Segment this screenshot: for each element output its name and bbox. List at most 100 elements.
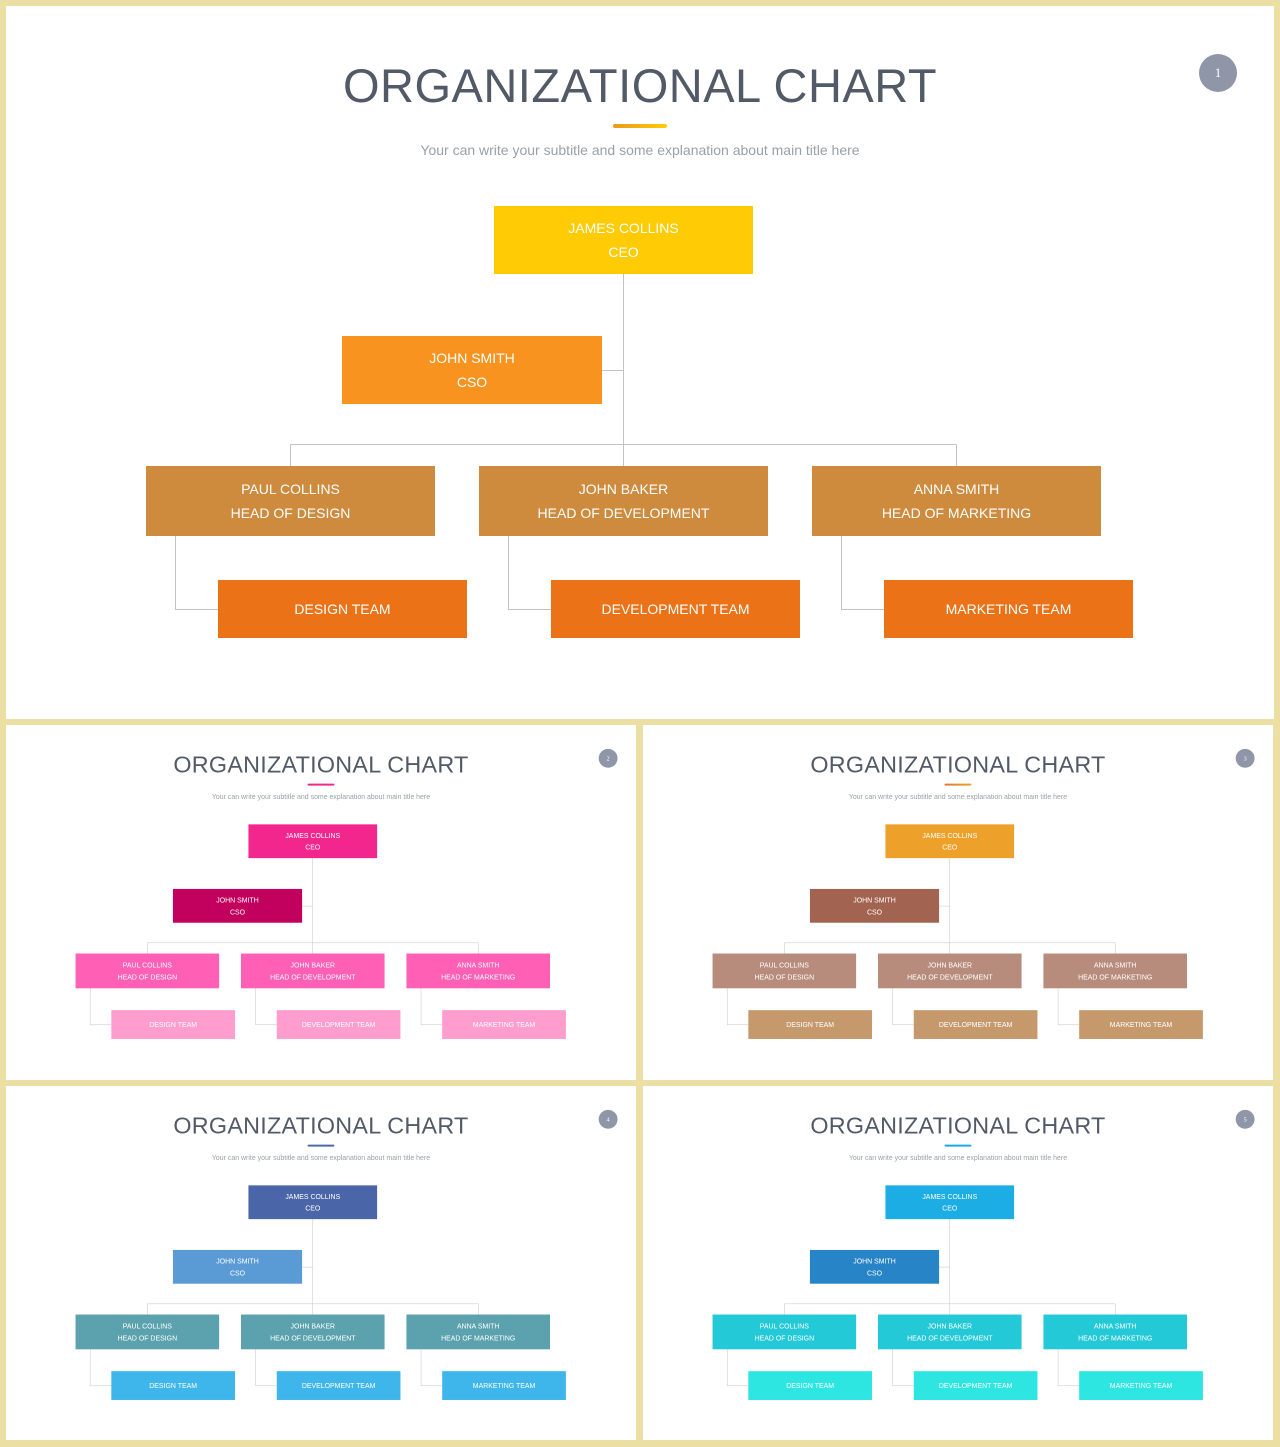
cso-role: CSO bbox=[456, 374, 488, 390]
design-team-box: DESIGN TEAM bbox=[218, 580, 467, 638]
slide-3-brown[interactable]: ORGANIZATIONAL CHART Your can write your… bbox=[643, 725, 1273, 1080]
design-head-role: HEAD OF DESIGN bbox=[230, 505, 351, 521]
slide-subtitle: Your can write your subtitle and some ex… bbox=[848, 1153, 1068, 1162]
design-head-name: PAUL COLLINS bbox=[241, 481, 340, 497]
marketing-head-box: ANNA SMITH HEAD OF MARKETING bbox=[406, 1314, 550, 1350]
design-team-box: DESIGN TEAM bbox=[748, 1010, 873, 1039]
design-team-box: DESIGN TEAM bbox=[748, 1371, 873, 1400]
cso-role: CSO bbox=[229, 1268, 246, 1277]
ceo-box: JAMES COLLINS CEO bbox=[494, 206, 753, 274]
org-connector-lines bbox=[726, 1219, 1116, 1387]
org-connector-lines bbox=[726, 858, 1116, 1026]
dev-team-label: DEVELOPMENT TEAM bbox=[601, 601, 750, 617]
design-team-label: DESIGN TEAM bbox=[786, 1020, 835, 1029]
marketing-head-name: ANNA SMITH bbox=[456, 1321, 500, 1330]
slide-title: ORGANIZATIONAL CHART bbox=[342, 59, 938, 112]
slide-title: ORGANIZATIONAL CHART bbox=[810, 1112, 1106, 1139]
marketing-team-label: MARKETING TEAM bbox=[472, 1381, 536, 1390]
cso-role: CSO bbox=[229, 907, 246, 916]
ceo-box: JAMES COLLINS CEO bbox=[248, 824, 378, 859]
ceo-role: CEO bbox=[942, 843, 958, 852]
slide-2-pink[interactable]: ORGANIZATIONAL CHART Your can write your… bbox=[6, 725, 636, 1080]
design-head-name: PAUL COLLINS bbox=[759, 960, 809, 969]
design-team-label: DESIGN TEAM bbox=[294, 601, 391, 617]
ceo-name: JAMES COLLINS bbox=[568, 220, 679, 236]
cso-name: JOHN SMITH bbox=[853, 895, 896, 904]
cso-name: JOHN SMITH bbox=[853, 1256, 896, 1265]
design-team-label: DESIGN TEAM bbox=[149, 1020, 198, 1029]
dev-team-box: DEVELOPMENT TEAM bbox=[276, 1010, 401, 1039]
marketing-head-role: HEAD OF MARKETING bbox=[1078, 1333, 1153, 1342]
cso-box: JOHN SMITH CSO bbox=[172, 888, 303, 923]
marketing-head-role: HEAD OF MARKETING bbox=[881, 505, 1032, 521]
page-number-badge: 5 bbox=[1235, 1109, 1255, 1129]
design-head-role: HEAD OF DESIGN bbox=[754, 1333, 815, 1342]
slide-title: ORGANIZATIONAL CHART bbox=[810, 751, 1106, 778]
marketing-team-box: MARKETING TEAM bbox=[442, 1010, 566, 1039]
dev-head-box: JOHN BAKER HEAD OF DEVELOPMENT bbox=[240, 953, 385, 989]
design-head-role: HEAD OF DESIGN bbox=[117, 972, 178, 981]
marketing-head-role: HEAD OF MARKETING bbox=[441, 972, 516, 981]
design-head-name: PAUL COLLINS bbox=[759, 1321, 809, 1330]
cso-name: JOHN SMITH bbox=[216, 895, 259, 904]
dev-head-role: HEAD OF DEVELOPMENT bbox=[907, 972, 993, 981]
dev-head-box: JOHN BAKER HEAD OF DEVELOPMENT bbox=[479, 466, 768, 536]
slide-1-orange[interactable]: ORGANIZATIONAL CHART Your can write your… bbox=[6, 6, 1274, 719]
marketing-team-box: MARKETING TEAM bbox=[884, 580, 1133, 638]
marketing-head-role: HEAD OF MARKETING bbox=[1078, 972, 1153, 981]
cso-role: CSO bbox=[866, 1268, 883, 1277]
design-head-role: HEAD OF DESIGN bbox=[117, 1333, 178, 1342]
design-team-label: DESIGN TEAM bbox=[149, 1381, 198, 1390]
ceo-box: JAMES COLLINS CEO bbox=[248, 1185, 378, 1220]
title-accent-line bbox=[307, 783, 335, 786]
dev-head-role: HEAD OF DEVELOPMENT bbox=[270, 972, 356, 981]
ceo-role: CEO bbox=[942, 1204, 958, 1213]
page-number-badge: 2 bbox=[598, 748, 618, 768]
marketing-head-box: ANNA SMITH HEAD OF MARKETING bbox=[1043, 953, 1187, 989]
marketing-head-name: ANNA SMITH bbox=[1093, 960, 1137, 969]
dev-team-label: DEVELOPMENT TEAM bbox=[938, 1020, 1013, 1029]
slide-subtitle: Your can write your subtitle and some ex… bbox=[420, 142, 860, 158]
slide-5-cyan[interactable]: ORGANIZATIONAL CHART Your can write your… bbox=[643, 1086, 1273, 1440]
design-head-name: PAUL COLLINS bbox=[122, 1321, 172, 1330]
marketing-head-box: ANNA SMITH HEAD OF MARKETING bbox=[812, 466, 1101, 536]
design-head-box: PAUL COLLINS HEAD OF DESIGN bbox=[75, 1314, 220, 1350]
title-accent-line bbox=[307, 1144, 335, 1147]
dev-head-role: HEAD OF DEVELOPMENT bbox=[537, 505, 710, 521]
ceo-name: JAMES COLLINS bbox=[285, 1192, 341, 1201]
ceo-name: JAMES COLLINS bbox=[922, 831, 978, 840]
slide-title: ORGANIZATIONAL CHART bbox=[173, 1112, 469, 1139]
marketing-head-box: ANNA SMITH HEAD OF MARKETING bbox=[1043, 1314, 1187, 1350]
marketing-head-name: ANNA SMITH bbox=[1093, 1321, 1137, 1330]
marketing-team-box: MARKETING TEAM bbox=[1079, 1010, 1203, 1039]
dev-team-label: DEVELOPMENT TEAM bbox=[301, 1381, 376, 1390]
marketing-team-label: MARKETING TEAM bbox=[1109, 1381, 1173, 1390]
dev-team-box: DEVELOPMENT TEAM bbox=[913, 1371, 1038, 1400]
org-connector-lines bbox=[89, 1219, 479, 1387]
slide-4-blue[interactable]: ORGANIZATIONAL CHART Your can write your… bbox=[6, 1086, 636, 1440]
ceo-role: CEO bbox=[608, 244, 639, 260]
dev-head-name: JOHN BAKER bbox=[290, 960, 335, 969]
design-head-name: PAUL COLLINS bbox=[122, 960, 172, 969]
title-accent-line bbox=[944, 783, 972, 786]
marketing-team-box: MARKETING TEAM bbox=[1079, 1371, 1203, 1400]
cso-box: JOHN SMITH CSO bbox=[809, 888, 940, 923]
org-connector-lines bbox=[89, 858, 479, 1026]
marketing-team-label: MARKETING TEAM bbox=[1109, 1020, 1173, 1029]
dev-head-box: JOHN BAKER HEAD OF DEVELOPMENT bbox=[877, 1314, 1022, 1350]
dev-head-name: JOHN BAKER bbox=[927, 1321, 972, 1330]
dev-head-name: JOHN BAKER bbox=[578, 481, 669, 497]
dev-team-label: DEVELOPMENT TEAM bbox=[938, 1381, 1013, 1390]
dev-head-box: JOHN BAKER HEAD OF DEVELOPMENT bbox=[877, 953, 1022, 989]
dev-head-name: JOHN BAKER bbox=[290, 1321, 335, 1330]
cso-box: JOHN SMITH CSO bbox=[809, 1249, 940, 1284]
design-head-box: PAUL COLLINS HEAD OF DESIGN bbox=[146, 466, 435, 536]
ceo-role: CEO bbox=[305, 1204, 321, 1213]
slide-subtitle: Your can write your subtitle and some ex… bbox=[848, 792, 1068, 801]
marketing-team-label: MARKETING TEAM bbox=[472, 1020, 536, 1029]
dev-team-box: DEVELOPMENT TEAM bbox=[913, 1010, 1038, 1039]
marketing-head-name: ANNA SMITH bbox=[913, 481, 1000, 497]
dev-head-box: JOHN BAKER HEAD OF DEVELOPMENT bbox=[240, 1314, 385, 1350]
slide-title: ORGANIZATIONAL CHART bbox=[173, 751, 469, 778]
design-team-box: DESIGN TEAM bbox=[111, 1371, 236, 1400]
